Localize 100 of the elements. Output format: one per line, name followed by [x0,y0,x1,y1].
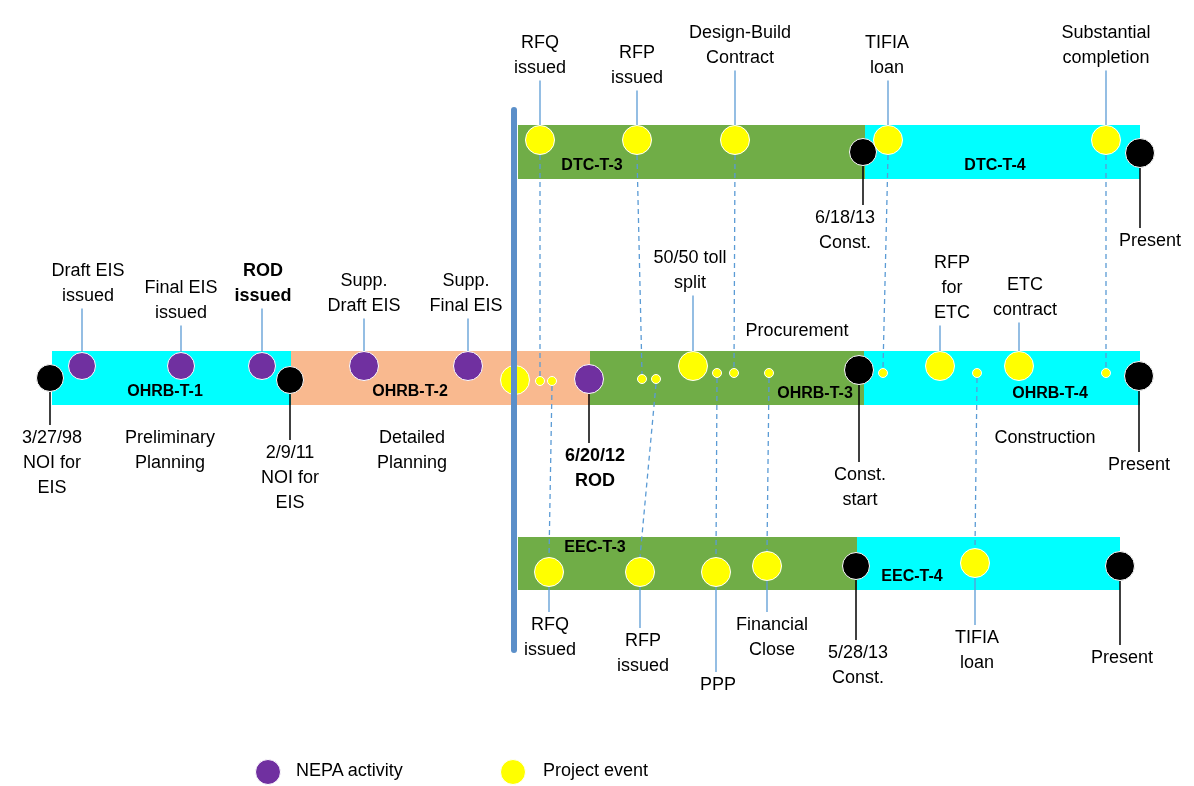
dashed-link-line [882,154,889,369]
milestone-dot [651,374,661,384]
phase-label: OHRB-T-2 [372,382,448,400]
leader-line [261,307,263,353]
phase-bar [291,351,590,405]
event-label: Substantial completion [1055,20,1157,71]
milestone-dot [972,368,982,378]
milestone-dot [525,125,555,155]
event-label: Financial Close [731,612,813,663]
phase-bar [865,125,1140,179]
milestone-dot [349,351,379,381]
milestone-dot [960,548,990,578]
leader-line [636,89,638,126]
dashed-link-line [1105,154,1107,369]
dashed-link-line [639,383,657,558]
event-label: 6/18/13 Const. [809,205,881,256]
event-label: 2/9/11 NOI for EIS [256,440,324,516]
milestone-dot [453,351,483,381]
legend-label: NEPA activity [296,759,403,782]
leader-line [588,393,590,444]
event-label: RFQ issued [520,612,580,663]
phase-label: OHRB-T-1 [127,382,203,400]
phase-caption: Detailed Planning [375,426,449,475]
leader-line [862,165,864,206]
milestone-dot [622,125,652,155]
leader-line [939,324,941,352]
event-label: TIFIA loan [947,625,1007,676]
milestone-dot [625,557,655,587]
event-label: ROD issued [231,258,295,309]
leader-line [180,324,182,353]
leader-line [363,317,365,352]
event-label: TIFIA loan [857,30,917,81]
leader-line [715,586,717,673]
milestone-dot [701,557,731,587]
phase-label: EEC-T-4 [881,567,943,585]
phase-caption: Procurement [744,319,850,342]
event-label: 50/50 toll split [650,245,730,296]
milestone-dot [167,352,195,380]
leader-line [1139,167,1141,229]
phase-label: OHRB-T-3 [777,384,853,402]
leader-line [1018,321,1020,352]
milestone-dot [712,368,722,378]
phase-label: DTC-T-4 [964,156,1026,174]
event-label: 5/28/13 Const. [821,640,895,691]
milestone-dot [764,368,774,378]
leader-line [858,384,860,463]
phase-bar [864,351,1140,405]
event-label: RFP issued [607,40,667,91]
phase-bar [518,537,857,590]
leader-line [766,580,768,613]
legend-label: Project event [543,759,649,782]
leader-line [548,586,550,613]
milestone-dot [925,351,955,381]
milestone-dot [1091,125,1121,155]
milestone-dot [36,364,64,392]
milestone-dot [637,374,647,384]
dashed-link-line [733,154,736,369]
phase-label: OHRB-T-4 [1012,384,1088,402]
milestone-dot [534,557,564,587]
leader-line [1119,580,1121,646]
milestone-dot [68,352,96,380]
phase-bar [590,351,864,405]
leader-line [289,393,291,441]
leader-line [734,69,736,126]
phase-caption: Preliminary Planning [124,426,216,475]
milestone-dot [547,376,557,386]
milestone-dot [873,125,903,155]
event-label: RFP issued [613,628,673,679]
leader-line [974,577,976,626]
milestone-dot [1101,368,1111,378]
event-label: Design-Build Contract [684,20,796,71]
phase-label: EEC-T-3 [564,538,626,556]
dashed-link-line [766,377,770,552]
event-label: 3/27/98 NOI for EIS [18,425,86,501]
milestone-dot [720,125,750,155]
leader-line [467,317,469,352]
milestone-dot [1004,351,1034,381]
leader-line [1105,69,1107,126]
milestone-dot [752,551,782,581]
phase-label: DTC-T-3 [561,156,623,174]
event-label: Present [1087,645,1157,671]
milestone-dot [729,368,739,378]
event-label: Present [1104,452,1174,478]
event-label: Present [1115,228,1185,254]
leader-line [81,307,83,353]
event-label: RFP for ETC [929,250,975,326]
dashed-link-line [539,154,541,377]
milestone-dot [535,376,545,386]
event-label: 6/20/12 ROD [561,443,629,494]
phase-bar [52,351,291,405]
event-label: Final EIS issued [138,275,224,326]
dashed-link-line [636,154,643,375]
leader-line [855,579,857,641]
leader-line [1138,390,1140,453]
leader-line [639,586,641,629]
leader-line [49,391,51,426]
event-label: Supp. Final EIS [423,268,509,319]
event-label: ETC contract [988,272,1062,323]
phase-caption: Construction [993,426,1097,449]
milestone-dot [248,352,276,380]
